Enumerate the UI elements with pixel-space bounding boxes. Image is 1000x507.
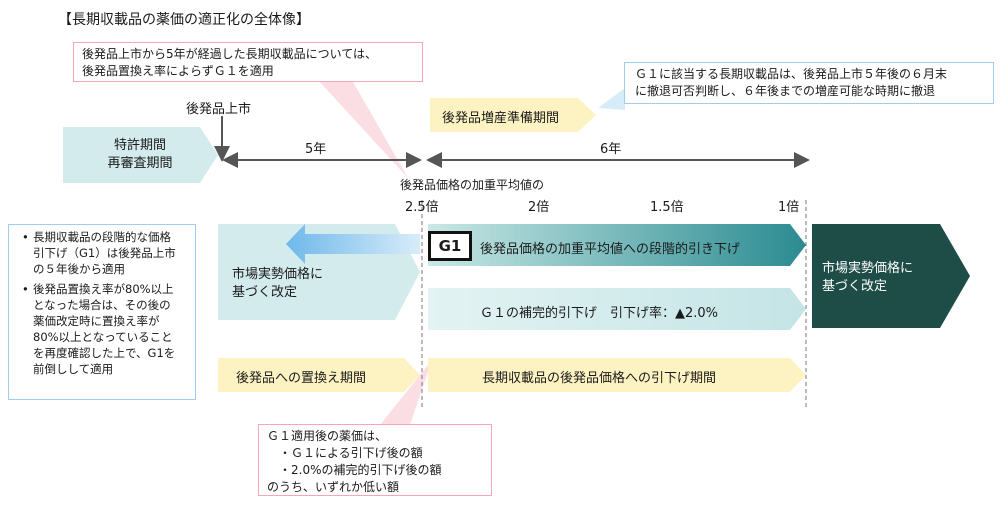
generic-launch-label: 後発品上市 [186,102,252,117]
g1-stepwise-label: 後発品価格の加重平均値への段階的引き下げ [480,242,741,257]
callout-top-right: Ｇ１に該当する長期収載品は、後発品上市５年後の６月末 に撤退可否判断し、６年後ま… [624,62,994,104]
market-revision-right-line-1: 市場実勢価格に [822,261,914,276]
production-prep-label: 後発品増産準備期間 [442,111,560,126]
patent-period-label: 特許期間 再審査期間 [90,137,190,173]
callout-top-right-line-2: に撤退可否判断し、６年後までの増産可能な時期に撤退 [635,84,936,98]
callout-top-right-line-1: Ｇ１に該当する長期収載品は、後発品上市５年後の６月末 [635,67,948,81]
callout-bottom-line-4: のうち、いずれか低い額 [267,480,400,494]
callout-pointer-top-left [318,80,408,178]
replacement-period-label: 後発品への置換え期間 [236,371,367,386]
multiplier-1-5x: 1.5倍 [650,200,684,215]
callout-left-item-2-line-2: となった場合は、その後の [33,298,171,312]
callout-left-item-2-line-4: 80%以上となっていること [33,330,173,344]
callout-top-left: 後発品上市から5年が経過した長期収載品については、 後発品置換え率によらずＧ１を… [73,42,423,82]
g1-stepwise-shape [428,224,806,266]
market-revision-left-label: 市場実勢価格に 基づく改定 [232,266,323,302]
market-revision-right-shape [812,224,970,328]
callout-left-item-1-line-1: 長期収載品の段階的な価格 [33,230,171,244]
callout-bottom: Ｇ１適用後の薬価は、 ・Ｇ１による引下げ後の額 ・2.0%の補完的引下げ後の額 … [258,424,492,496]
multiplier-2x: 2倍 [528,200,550,215]
patent-period-shape [63,127,218,183]
market-revision-left-line-2: 基づく改定 [232,285,298,300]
multiplier-2-5x: 2.5倍 [405,200,439,215]
patent-period-line-2: 再審査期間 [107,156,173,171]
six-years-label: 6年 [600,142,622,157]
multiplier-1x: 1倍 [778,200,800,215]
callout-left-item-2-line-3: 薬価改定時に置換え率が [33,314,160,328]
market-revision-right-line-2: 基づく改定 [822,279,888,294]
five-years-label: 5年 [305,142,327,157]
callout-bottom-line-2: ・Ｇ１による引下げ後の額 [267,446,423,460]
callout-left-item-1-line-3: の５年後から適用 [33,262,125,276]
production-prep-shape [430,98,596,132]
callout-left-item-2-line-6: 前倒しして適用 [33,362,114,376]
callout-pointer-bottom [380,360,432,425]
callout-left-item-2: 後発品置換え率が80%以上 となった場合は、その後の 薬価改定時に置換え率が 8… [22,281,189,377]
callout-bottom-line-1: Ｇ１適用後の薬価は、 [267,429,388,443]
replacement-period-shape [218,358,420,392]
callout-left-item-2-line-5: を再度確認した上で、G1を [33,346,176,360]
reduction-period-label: 長期収載品の後発品価格への引下げ期間 [482,371,717,386]
g1-badge: G1 [428,231,472,261]
callout-left-item-2-line-1: 後発品置換え率が80%以上 [33,282,174,296]
page-title: 【長期収載品の薬価の適正化の全体像】 [58,12,310,28]
market-revision-right-label: 市場実勢価格に 基づく改定 [822,260,913,296]
g1-start-blue-arrow [286,224,420,264]
patent-period-line-1: 特許期間 [113,138,166,153]
market-revision-left-line-1: 市場実勢価格に [232,267,324,282]
callout-left: 長期収載品の段階的な価格 引下げ（G1）は後発品上市 の５年後から適用 後発品置… [8,224,196,400]
callout-left-item-1-line-2: 引下げ（G1）は後発品上市 [33,246,176,260]
callout-pointer-top-right [598,88,625,110]
callout-bottom-line-3: ・2.0%の補完的引下げ後の額 [267,463,442,477]
weighted-average-label: 後発品価格の加重平均値の [400,178,545,192]
callout-top-left-line-2: 後発品置換え率によらずＧ１を適用 [82,64,274,78]
reduction-period-shape [428,358,806,392]
callout-top-left-line-1: 後発品上市から5年が経過した長期収載品については、 [82,47,378,61]
g1-supplementary-shape [428,288,806,330]
g1-supplementary-label: Ｇ１の補完的引下げ 引下げ率：▲2.0% [480,306,719,321]
callout-left-item-1: 長期収載品の段階的な価格 引下げ（G1）は後発品上市 の５年後から適用 [22,229,189,277]
